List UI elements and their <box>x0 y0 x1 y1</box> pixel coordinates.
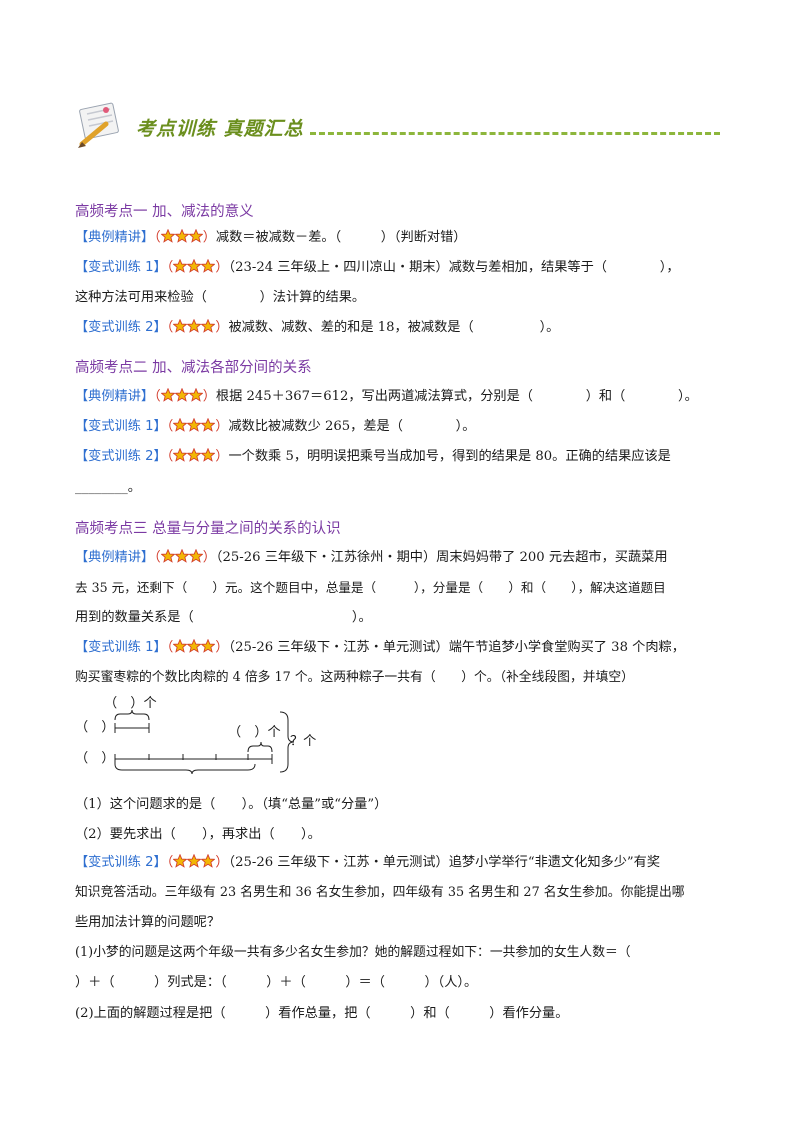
s1-variant-1: 【变式训练 1】（）（23-24 三年级上・四川凉山・期末）减数与差相加，结果等… <box>75 258 680 278</box>
s3-variant-2-cont-2: 些用加法计算的问题呢？ <box>75 915 221 930</box>
tag-label: 【变式训练 1】 <box>75 260 167 275</box>
difficulty-stars: （） <box>154 388 216 404</box>
s2-variant-2: 【变式训练 2】（）一个数乘 5，明明误把乘号当成加号，得到的结果是 80。正确… <box>75 447 671 467</box>
star-icon <box>173 639 188 653</box>
question-text: （23-24 三年级上・四川凉山・期末）减数与差相加，结果等于（ ）， <box>228 260 680 275</box>
s3-part-1-cont: ）＋（ ）列式是：（ ）＋（ ）＝（ ）（人）。 <box>75 975 478 990</box>
star-icon <box>173 854 188 868</box>
s3-example: 【典例精讲】（）（25-26 三年级下・江苏徐州・期中）周末妈妈带了 200 元… <box>75 548 668 568</box>
s3-variant-2: 【变式训练 2】（）（25-26 三年级下・江苏・单元测试）追梦小学举行“非遗文… <box>75 853 660 873</box>
difficulty-stars: （） <box>166 259 229 275</box>
tag-label: 【典例精讲】 <box>75 550 155 565</box>
section-title-3: 高频考点三 总量与分量之间的关系的认识 <box>75 521 341 537</box>
s1-example: 【典例精讲】（）减数＝被减数－差。（ ）（判断对错） <box>75 228 466 248</box>
question-text: 被减数、减数、差的和是 18，被减数是（ ）。 <box>228 320 560 335</box>
tag-label: 【变式训练 2】 <box>75 449 167 464</box>
star-icon <box>188 388 203 402</box>
star-icon <box>173 319 188 333</box>
difficulty-stars: （） <box>166 854 229 870</box>
difficulty-stars: （） <box>166 418 229 434</box>
section-title-1: 高频考点一 加、减法的意义 <box>75 204 254 220</box>
diagram-top-label: （ ）个 <box>104 696 157 711</box>
star-icon <box>201 639 216 653</box>
tag-label: 【典例精讲】 <box>75 389 155 404</box>
s2-example: 【典例精讲】（）根据 245＋367＝612，写出两道减法算式，分别是（ ）和（… <box>75 387 698 407</box>
diagram-lines <box>114 709 295 774</box>
diagram-total-label: ？个 <box>290 734 317 749</box>
difficulty-stars: （） <box>166 448 229 464</box>
tag-label: 【变式训练 1】 <box>75 640 167 655</box>
difficulty-stars: （） <box>154 229 216 245</box>
section-title-2: 高频考点二 加、减法各部分间的关系 <box>75 360 312 376</box>
star-icon <box>187 418 202 432</box>
question-text: （25-26 三年级下・江苏・单元测试）端午节追梦小学食堂购买了 38 个肉粽， <box>228 640 685 655</box>
star-icon <box>187 448 202 462</box>
difficulty-stars: （） <box>166 319 229 335</box>
star-icon <box>187 639 202 653</box>
star-icon <box>160 388 175 402</box>
star-icon <box>160 549 175 563</box>
star-icon <box>201 854 216 868</box>
star-icon <box>201 418 216 432</box>
star-icon <box>173 418 188 432</box>
s3-part-2: (2)上面的解题过程是把（ ）看作总量，把（ ）和（ ）看作分量。 <box>75 1006 569 1021</box>
star-icon <box>174 229 189 243</box>
s3-sub-question-1: （1）这个问题求的是（ ）。（填“总量”或“分量”） <box>75 797 388 812</box>
s3-variant-1-cont: 购买蜜枣粽的个数比肉粽的 4 倍多 17 个。这两种粽子一共有（ ）个。（补全线… <box>75 670 634 685</box>
difficulty-stars: （） <box>154 549 216 565</box>
s2-variant-2-cont: ________。 <box>75 480 141 495</box>
star-icon <box>174 549 189 563</box>
s3-sub-question-2: （2）要先求出（ ），再求出（ ）。 <box>75 827 321 842</box>
star-icon <box>173 448 188 462</box>
star-icon <box>173 259 188 273</box>
tag-label: 【典例精讲】 <box>75 230 155 245</box>
s1-variant-2: 【变式训练 2】（）被减数、减数、差的和是 18，被减数是（ ）。 <box>75 318 559 338</box>
question-text: 减数＝被减数－差。（ ）（判断对错） <box>215 230 467 245</box>
section-header: 考点训练 真题汇总 <box>72 100 732 152</box>
star-icon <box>188 549 203 563</box>
s1-variant-1-cont: 这种方法可用来检验（ ）法计算的结果。 <box>75 290 366 305</box>
star-icon <box>187 854 202 868</box>
difficulty-stars: （） <box>166 639 229 655</box>
s3-variant-2-cont-1: 知识竞答活动。三年级有 23 名男生和 36 名女生参加，四年级有 35 名男生… <box>75 885 685 900</box>
question-text: 根据 245＋367＝612，写出两道减法算式，分别是（ ）和（ ）。 <box>215 389 698 404</box>
star-icon <box>174 388 189 402</box>
question-text: （25-26 三年级下・江苏徐州・期中）周末妈妈带了 200 元去超市，买蔬菜用 <box>215 550 668 565</box>
header-title: 考点训练 真题汇总 <box>136 118 304 140</box>
s3-example-cont-1: 去 35 元，还剩下（ ）元。这个题目中，总量是（ ），分量是（ ）和（ ），解… <box>75 580 666 595</box>
tag-label: 【变式训练 1】 <box>75 419 167 434</box>
star-icon <box>201 448 216 462</box>
s3-variant-1: 【变式训练 1】（）（25-26 三年级下・江苏・单元测试）端午节追梦小学食堂购… <box>75 638 685 658</box>
s3-example-cont-2: 用到的数量关系是（ ）。 <box>75 610 372 625</box>
question-text: 减数比被减数少 265，差是（ ）。 <box>228 419 476 434</box>
question-text: （25-26 三年级下・江苏・单元测试）追梦小学举行“非遗文化知多少”有奖 <box>228 855 661 870</box>
diagram-row2-label: （ ） <box>75 751 115 766</box>
question-text: 一个数乘 5，明明误把乘号当成加号，得到的结果是 80。正确的结果应该是 <box>228 449 671 464</box>
star-icon <box>160 229 175 243</box>
diagram-row1-label: （ ） <box>75 720 115 735</box>
notebook-pencil-icon <box>78 102 119 148</box>
star-icon <box>187 319 202 333</box>
tag-label: 【变式训练 2】 <box>75 320 167 335</box>
s3-part-1: (1)小梦的问题是这两个年级一共有多少名女生参加？她的解题过程如下：一共参加的女… <box>75 945 631 960</box>
star-icon <box>201 259 216 273</box>
star-icon <box>188 229 203 243</box>
tag-label: 【变式训练 2】 <box>75 855 167 870</box>
star-icon <box>187 259 202 273</box>
star-icon <box>201 319 216 333</box>
s2-variant-1: 【变式训练 1】（）减数比被减数少 265，差是（ ）。 <box>75 417 475 437</box>
header-divider <box>310 132 720 135</box>
diagram-mid-label: （ ）个 <box>228 725 281 740</box>
